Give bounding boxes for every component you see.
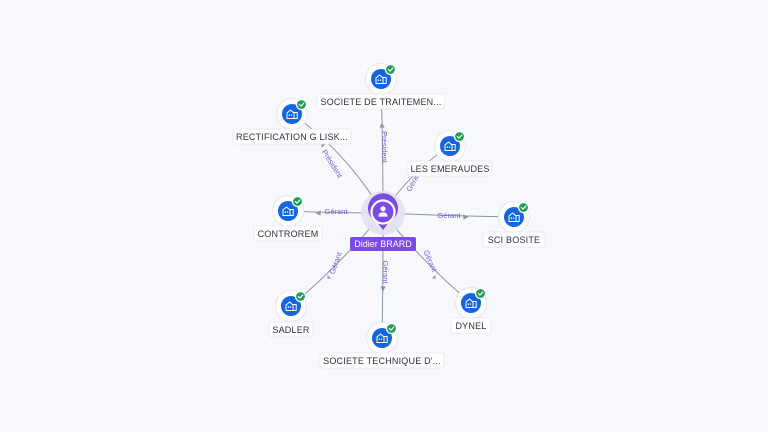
edge-label: Gérant <box>422 249 440 274</box>
check-badge-icon <box>385 322 398 335</box>
company-label-bg <box>450 317 492 334</box>
company-label: SOCIETE DE TRAITEMEN... <box>321 97 442 107</box>
edge-arrow <box>327 274 332 279</box>
check-badge-icon <box>384 63 397 76</box>
company-label: SOCIETE TECHNIQUE D'... <box>323 356 441 366</box>
company-label-bg <box>319 352 445 369</box>
check-badge-icon <box>295 98 308 111</box>
building-icon <box>508 212 520 222</box>
company-label: SCI BOSITE <box>488 235 541 245</box>
company-node-sci-bosite[interactable]: SCI BOSITE <box>482 201 546 248</box>
company-label-bg <box>407 160 493 177</box>
nodes-layer: SOCIETE DE TRAITEMEN... RECTIFICATION G L… <box>232 63 546 369</box>
edge-label: Gérant <box>325 207 349 216</box>
building-icon <box>465 298 477 308</box>
edge-label: Président <box>320 148 345 180</box>
company-label-bg <box>253 225 323 242</box>
edge-label: Gérant <box>438 211 462 220</box>
company-label-bg <box>482 231 546 248</box>
check-badge-icon <box>517 201 530 214</box>
company-node-controrem[interactable]: CONTROREM <box>253 195 323 242</box>
company-label: CONTROREM <box>258 229 319 239</box>
edge-label: Gérant <box>327 250 344 275</box>
check-badge-icon <box>294 290 307 303</box>
company-label: DYNEL <box>455 321 486 331</box>
company-label-bg <box>268 321 314 338</box>
check-badge-icon <box>474 287 487 300</box>
company-node-societe-technique[interactable]: SOCIETE TECHNIQUE D'... <box>319 322 445 369</box>
edge-label: Président <box>380 131 389 164</box>
edge-label: Gérant <box>381 261 390 285</box>
edge-arrow <box>463 214 469 220</box>
edge-arrow <box>380 286 386 292</box>
edge-arrow <box>379 122 385 128</box>
building-icon <box>444 141 456 151</box>
company-label-bg <box>232 128 352 145</box>
company-label-bg <box>316 93 446 110</box>
check-badge-icon <box>291 195 304 208</box>
building-icon <box>375 74 387 84</box>
edge-arrow <box>431 274 436 279</box>
company-node-les-emeraudes[interactable]: LES EMERAUDES <box>407 130 493 177</box>
center-label-bg <box>350 237 416 251</box>
company-node-rectification-g-lisk[interactable]: RECTIFICATION G LISK... <box>232 98 352 145</box>
company-label: SADLER <box>272 325 310 335</box>
check-badge-icon <box>453 130 466 143</box>
company-label: LES EMERAUDES <box>410 164 489 174</box>
center-label: Didier BRARD <box>354 239 412 249</box>
building-icon <box>282 206 294 216</box>
company-node-sadler[interactable]: SADLER <box>268 290 314 338</box>
center-node[interactable]: Didier BRARD <box>350 191 416 251</box>
company-node-dynel[interactable]: DYNEL <box>450 287 492 334</box>
center-pin-head <box>370 199 396 225</box>
person-icon <box>378 206 388 217</box>
building-icon <box>286 109 298 119</box>
company-node-societe-de-traitement[interactable]: SOCIETE DE TRAITEMEN... <box>316 63 446 110</box>
building-icon <box>285 301 297 311</box>
building-icon <box>376 333 388 343</box>
company-label: RECTIFICATION G LISK... <box>236 132 348 142</box>
edge-arrow <box>321 144 326 149</box>
edge-arrow <box>315 210 321 216</box>
